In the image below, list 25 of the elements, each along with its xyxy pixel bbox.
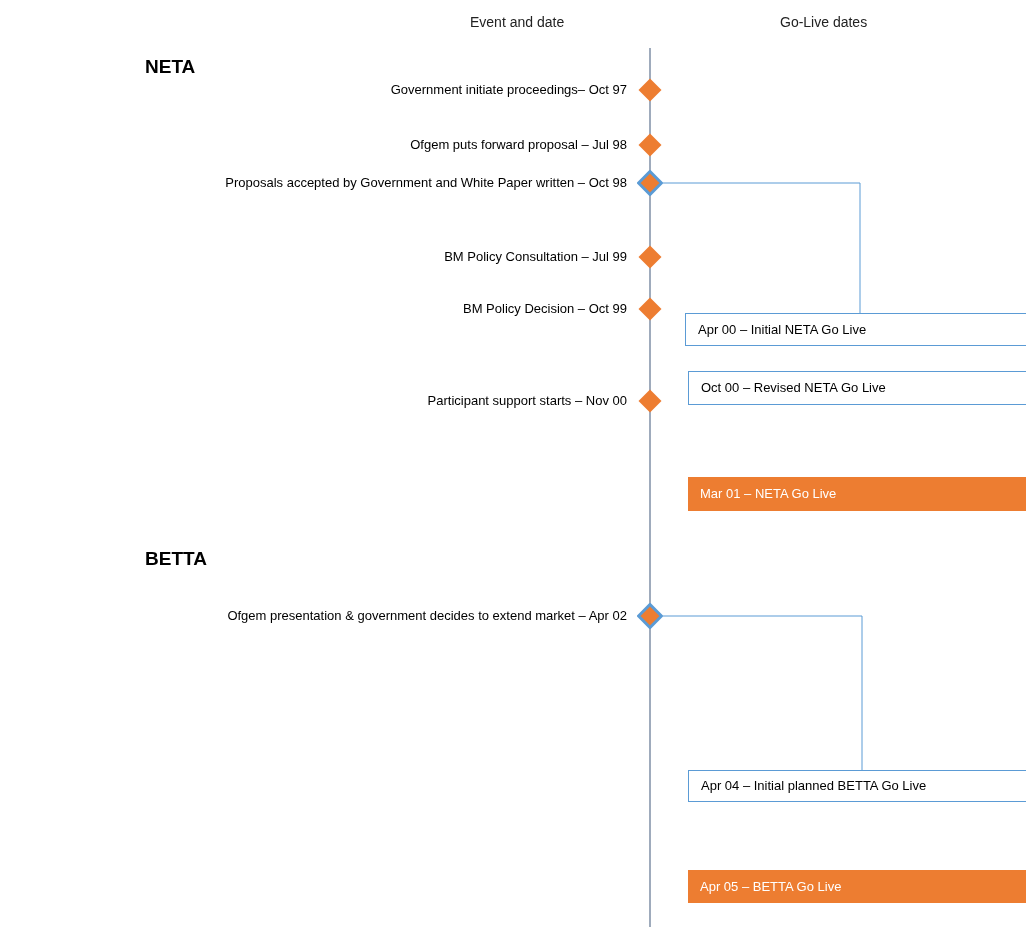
event-label: Government initiate proceedings– Oct 97 (390, 82, 627, 98)
connector-line (662, 182, 861, 314)
go-live-bar: Apr 05 – BETTA Go Live (688, 870, 1026, 903)
go-live-box: Oct 00 – Revised NETA Go Live (688, 371, 1026, 405)
milestone-diamond (637, 603, 663, 629)
milestone-diamond (637, 388, 663, 414)
go-live-box: Apr 04 – Initial planned BETTA Go Live (688, 770, 1026, 802)
section-heading: NETA (145, 55, 196, 79)
milestone-diamond (637, 170, 663, 196)
milestone-diamond (637, 296, 663, 322)
event-label: Ofgem puts forward proposal – Jul 98 (410, 137, 627, 153)
event-label: Participant support starts – Nov 00 (427, 393, 627, 409)
milestone-diamond (637, 244, 663, 270)
section-heading: BETTA (145, 547, 207, 571)
event-label: Ofgem presentation & government decides to extend market – Apr 02 (227, 608, 627, 624)
milestone-diamond (637, 77, 663, 103)
connector-line (662, 615, 863, 771)
go-live-bar: Mar 01 – NETA Go Live (688, 477, 1026, 511)
column-header: Go-Live dates (780, 13, 868, 32)
go-live-box: Apr 00 – Initial NETA Go Live (685, 313, 1026, 346)
milestone-diamond (637, 132, 663, 158)
event-label: BM Policy Consultation – Jul 99 (444, 249, 627, 265)
event-label: BM Policy Decision – Oct 99 (463, 301, 627, 317)
column-header: Event and date (470, 13, 565, 32)
event-label: Proposals accepted by Government and White Paper written – Oct 98 (225, 175, 627, 191)
